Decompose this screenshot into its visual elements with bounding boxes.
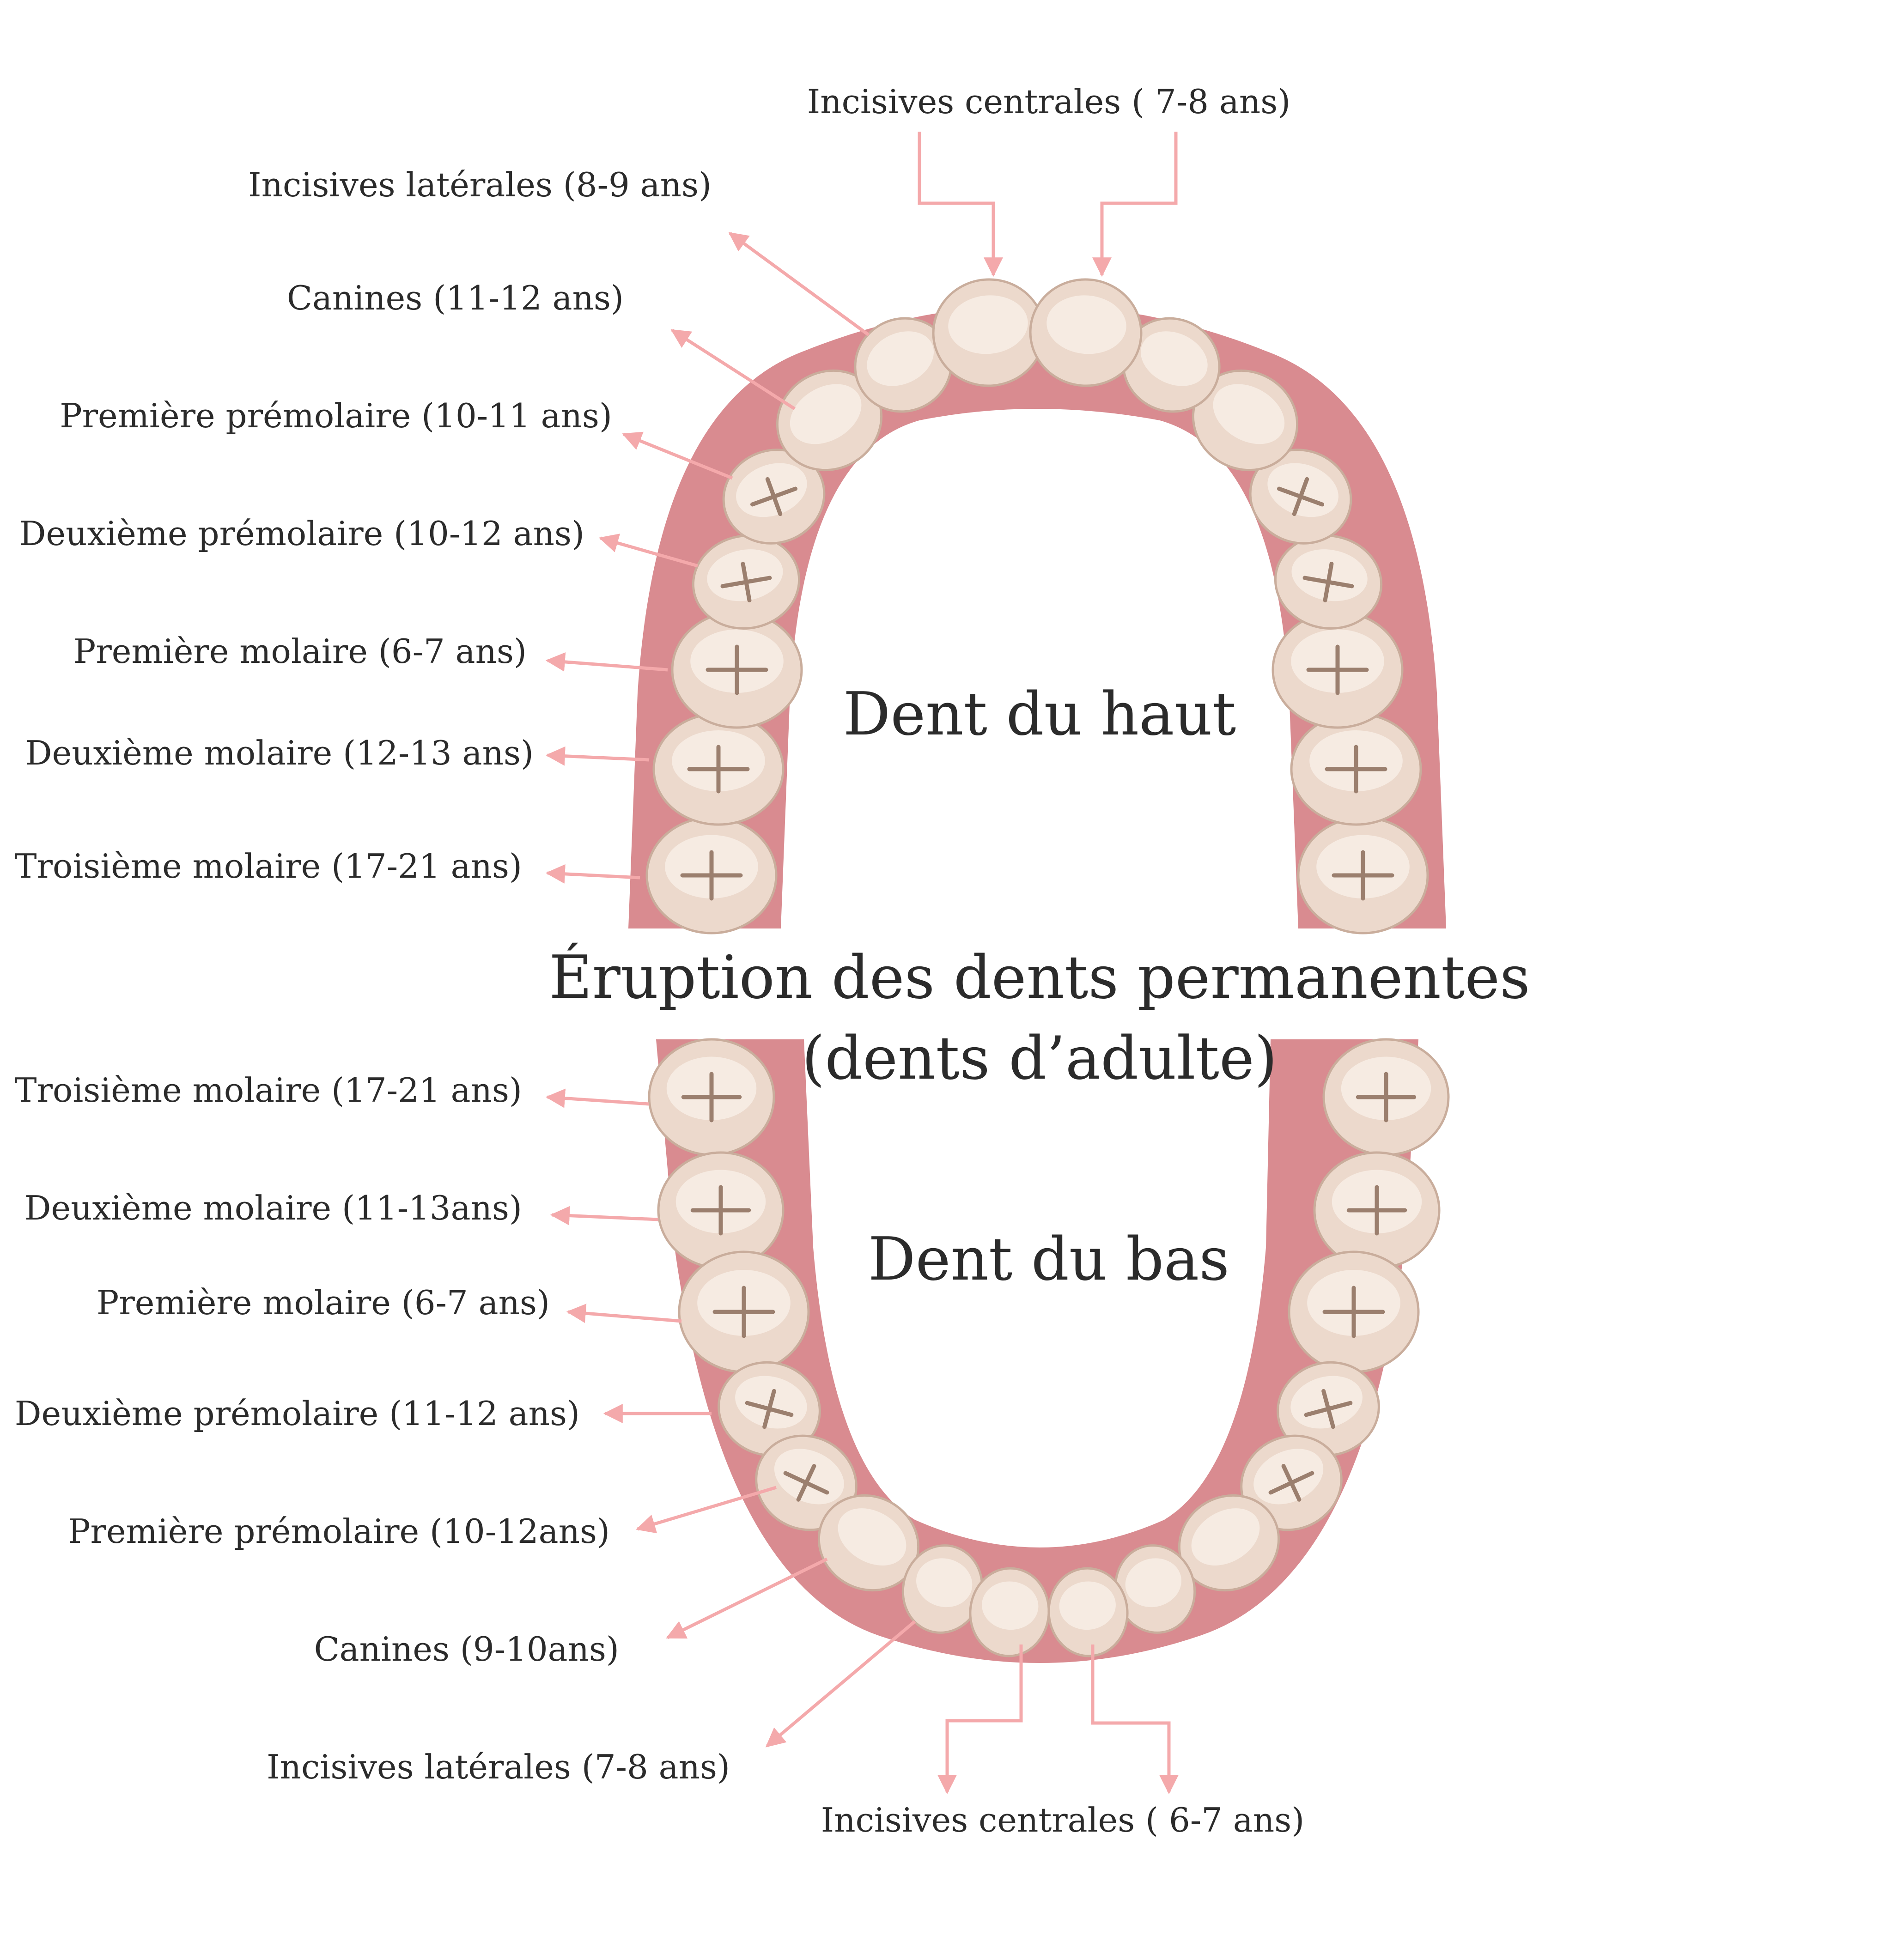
label-lower-second-premolar: Deuxième prémolaire (11-12 ans) <box>15 1394 580 1433</box>
arrow-upper-molar2 <box>545 746 650 766</box>
upper-arrows <box>545 132 1178 884</box>
arrow-lower-central-left <box>937 1644 1023 1795</box>
arrow-upper-premolar2 <box>598 534 698 568</box>
arrow-lower-central-right <box>1091 1644 1179 1795</box>
label-lower-second-molar: Deuxième molaire (11-13ans) <box>24 1189 522 1227</box>
upper-tooth-left-5 <box>722 449 826 545</box>
label-upper-second-premolar: Deuxième prémolaire (10-12 ans) <box>19 514 584 553</box>
center-title-line1: Éruption des dents permanentes <box>549 943 1530 1012</box>
upper-tooth-right-8 <box>1029 278 1143 387</box>
lower-arch <box>648 1038 1450 1663</box>
label-lower-first-premolar: Première prémolaire (10-12ans) <box>68 1512 610 1551</box>
lower-tooth-left-3 <box>678 1250 810 1373</box>
center-title-line2: (dents d’adulte) <box>802 1024 1277 1093</box>
label-upper-second-molar: Deuxième molaire (12-13 ans) <box>25 734 534 772</box>
upper-tooth-left-8 <box>932 278 1046 387</box>
arrow-lower-molar3 <box>545 1088 650 1108</box>
label-upper-canines: Canines (11-12 ans) <box>287 279 624 317</box>
arrow-upper-premolar1 <box>622 431 733 480</box>
arrow-upper-molar3 <box>545 864 640 884</box>
upper-tooth-left-4 <box>692 534 801 630</box>
arrow-upper-central-right <box>1092 132 1178 277</box>
upper-teeth <box>645 278 1429 934</box>
upper-tooth-left-7 <box>854 317 953 413</box>
lower-tooth-right-4 <box>1277 1361 1380 1457</box>
titles: Dent du haut Éruption des dents permanen… <box>549 680 1530 1294</box>
upper-tooth-left-1 <box>645 816 778 934</box>
label-lower-canines: Canines (9-10ans) <box>314 1630 619 1669</box>
lower-floor <box>818 1039 1257 1524</box>
arrow-upper-molar1 <box>545 652 668 672</box>
upper-tooth-right-5 <box>1249 449 1352 545</box>
arrow-lower-lateral <box>765 1620 916 1748</box>
arrow-lower-canine <box>666 1557 828 1639</box>
lower-arrows <box>545 1088 1179 1795</box>
upper-tooth-right-7 <box>1122 317 1221 413</box>
upper-tooth-left-2 <box>652 712 785 826</box>
lower-tooth-left-2 <box>657 1151 785 1269</box>
upper-labels: Incisives centrales ( 7-8 ans) Incisives… <box>14 82 1290 886</box>
upper-tooth-right-6 <box>1192 369 1299 472</box>
upper-tooth-right-4 <box>1274 534 1383 630</box>
lower-tooth-right-2 <box>1313 1151 1441 1269</box>
upper-tooth-right-3 <box>1271 611 1404 729</box>
label-lower-lateral-incisors: Incisives latérales (7-8 ans) <box>267 1748 730 1786</box>
lower-teeth <box>648 1038 1450 1657</box>
lower-tooth-right-8 <box>1047 1567 1129 1657</box>
upper-arch <box>628 278 1446 934</box>
arrow-upper-canine <box>670 329 796 410</box>
upper-tooth-left-6 <box>776 369 883 472</box>
upper-tooth-right-1 <box>1297 816 1429 934</box>
upper-tooth-left-3 <box>671 611 803 729</box>
arrow-lower-molar2 <box>550 1206 659 1226</box>
lower-tooth-left-6 <box>817 1494 920 1592</box>
lower-tooth-right-1 <box>1322 1038 1450 1156</box>
label-upper-lateral-incisors: Incisives latérales (8-9 ans) <box>248 165 712 204</box>
lower-tooth-left-4 <box>718 1361 821 1457</box>
label-upper-first-molar: Première molaire (6-7 ans) <box>73 632 527 671</box>
lower-labels: Troisième molaire (17-21 ans) Deuxième m… <box>14 1071 1304 1839</box>
label-upper-third-molar: Troisième molaire (17-21 ans) <box>14 847 522 886</box>
arrow-lower-molar1 <box>566 1304 682 1323</box>
arrow-lower-premolar1 <box>635 1486 777 1534</box>
upper-palate <box>799 425 1280 928</box>
label-lower-first-molar: Première molaire (6-7 ans) <box>97 1283 550 1322</box>
lower-tooth-left-1 <box>648 1038 775 1156</box>
label-upper-central-incisors: Incisives centrales ( 7-8 ans) <box>807 82 1290 121</box>
arrow-upper-central-left <box>918 132 1003 277</box>
lower-tooth-left-8 <box>969 1567 1050 1657</box>
lower-title: Dent du bas <box>868 1225 1229 1294</box>
arrow-upper-lateral <box>728 232 870 336</box>
label-lower-third-molar: Troisième molaire (17-21 ans) <box>14 1071 522 1110</box>
lower-tooth-right-3 <box>1288 1250 1420 1373</box>
upper-title: Dent du haut <box>843 680 1236 749</box>
label-upper-first-premolar: Première prémolaire (10-11 ans) <box>60 396 612 435</box>
lower-tooth-left-7 <box>901 1544 984 1634</box>
lower-tooth-right-5 <box>1240 1434 1343 1531</box>
label-lower-central-incisors: Incisives centrales ( 6-7 ans) <box>821 1801 1304 1839</box>
upper-tooth-right-2 <box>1290 712 1422 826</box>
